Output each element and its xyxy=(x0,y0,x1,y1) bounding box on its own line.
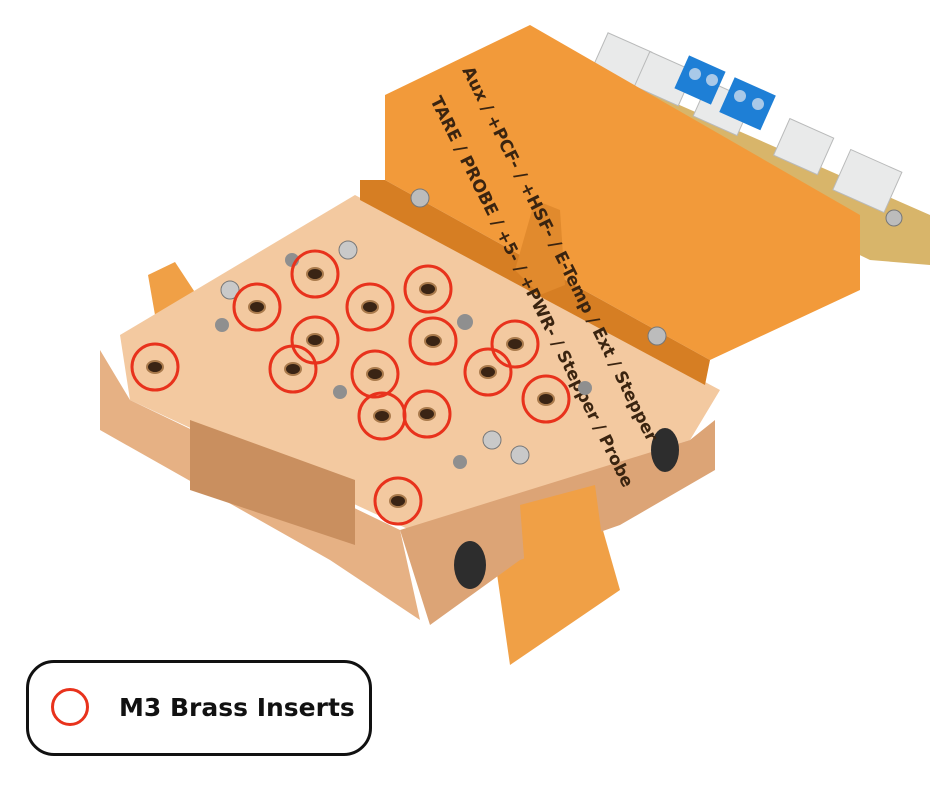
insert-hole xyxy=(419,282,437,296)
insert-hole xyxy=(389,494,407,508)
insert-marker-ring xyxy=(232,282,282,332)
terminal-screw xyxy=(706,74,718,86)
insert-marker-ring xyxy=(408,316,458,366)
body-screw xyxy=(333,385,347,399)
insert-hole xyxy=(306,267,324,281)
body-screws xyxy=(215,240,592,469)
insert-marker-ring xyxy=(350,349,400,399)
mount-hole xyxy=(651,428,679,472)
insert-hole xyxy=(361,300,379,314)
connector xyxy=(772,117,835,176)
insert-hole xyxy=(366,367,384,381)
terminal-screw xyxy=(689,68,701,80)
insert-marker-ring xyxy=(463,347,513,397)
insert-marker-ring xyxy=(130,342,180,392)
body-screw xyxy=(215,318,229,332)
body-screw xyxy=(220,280,240,300)
cover-standoff xyxy=(515,200,565,295)
insert-hole xyxy=(306,333,324,347)
connector-row xyxy=(591,32,903,214)
insert-hole xyxy=(424,334,442,348)
brass-inserts-group xyxy=(130,249,571,526)
front-latch xyxy=(520,485,605,570)
insert-marker-ring xyxy=(521,374,571,424)
body-screw xyxy=(453,455,467,469)
insert-hole xyxy=(146,360,164,374)
mount-hole xyxy=(454,541,486,589)
board-cover-top xyxy=(385,25,860,360)
connector xyxy=(832,148,903,214)
cover-screw xyxy=(410,188,430,208)
insert-hole xyxy=(506,337,524,351)
body-screw xyxy=(510,445,530,465)
red-circle-icon xyxy=(51,688,89,726)
front-slot xyxy=(190,420,355,545)
terminal-screw xyxy=(752,98,764,110)
insert-hole xyxy=(418,407,436,421)
insert-hole xyxy=(373,409,391,423)
insert-hole xyxy=(537,392,555,406)
screw-terminal xyxy=(674,55,726,105)
insert-hole xyxy=(284,362,302,376)
insert-hole xyxy=(248,300,266,314)
cover-screw xyxy=(647,326,667,346)
insert-marker-ring xyxy=(345,282,395,332)
insert-marker-ring xyxy=(373,476,423,526)
insert-hole xyxy=(479,365,497,379)
insert-marker-ring xyxy=(490,319,540,369)
legend: M3 Brass Inserts xyxy=(26,660,372,756)
terminal-screw xyxy=(734,90,746,102)
body-screw xyxy=(457,314,473,330)
main-body-top xyxy=(120,195,720,530)
insert-marker-ring xyxy=(402,389,452,439)
body-screw xyxy=(482,430,502,450)
insert-marker-ring xyxy=(268,344,318,394)
insert-marker-ring xyxy=(403,264,453,314)
board-screw xyxy=(885,209,903,227)
legend-label: M3 Brass Inserts xyxy=(119,693,355,722)
body-screw xyxy=(578,381,592,395)
insert-marker-ring xyxy=(290,249,340,299)
body-screw xyxy=(338,240,358,260)
screw-terminal xyxy=(719,77,776,131)
